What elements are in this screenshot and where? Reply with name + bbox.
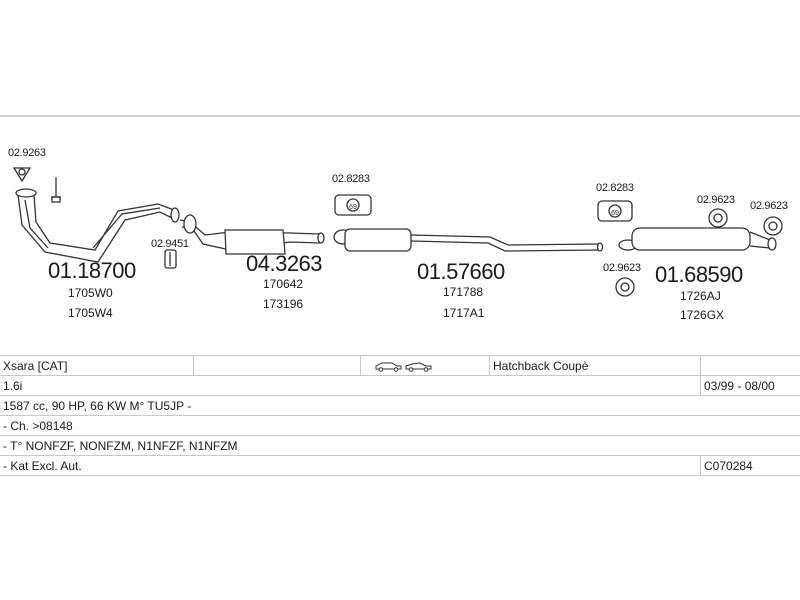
rear-silencer-code-2: 1726GX	[680, 308, 725, 322]
table-row: - Ch. >08148	[0, 415, 800, 436]
rear-silencer-ref[interactable]: 01.68590	[655, 262, 743, 287]
rear-silencer-drawing	[618, 227, 777, 251]
body-type-cell: Hatchback Coupè	[489, 355, 701, 376]
front-pipe-drawing	[15, 188, 180, 263]
coupe-car-icon	[405, 362, 432, 370]
table-row: Xsara [CAT] Hatchback Coupè	[0, 355, 800, 376]
front-pipe-code-1: 1705W0	[68, 286, 113, 300]
note-cell: - Kat Excl. Aut.	[0, 455, 701, 476]
clamp-icon	[12, 167, 32, 183]
table-row: 1587 cc, 90 HP, 66 KW M° TU5JP -	[0, 395, 800, 416]
gasket-icon	[164, 249, 177, 269]
mount-a-badge: 69	[349, 204, 357, 211]
middle-silencer-ref[interactable]: 01.57660	[417, 259, 505, 284]
mount-b-icon	[597, 200, 633, 222]
mount-a-ref[interactable]: 02.8283	[332, 173, 370, 185]
catalyst-ref[interactable]: 04.3263	[246, 251, 323, 276]
type-codes-cell: - T° NONFZF, NONFZM, N1NFZF, N1NFZM	[0, 435, 800, 456]
hatchback-car-icon	[375, 362, 402, 370]
exhaust-drawing: 69 69	[12, 167, 783, 297]
exhaust-diagram: 69 69 02.9263 01.18700 1705W0 1705W4 02.…	[8, 147, 788, 322]
rubber-a-icon	[708, 208, 728, 228]
middle-silencer-code-1: 171788	[443, 285, 484, 299]
mount-b-ref[interactable]: 02.8283	[596, 182, 634, 194]
clamp-ref[interactable]: 02.9263	[8, 147, 46, 159]
gasket-ref[interactable]: 02.9451	[151, 238, 189, 250]
catalyst-code-2: 173196	[263, 297, 304, 311]
empty-cell	[700, 355, 800, 376]
years-cell: 03/99 - 08/00	[700, 375, 800, 396]
note-code-cell: C070284	[700, 455, 800, 476]
empty-cell	[193, 355, 361, 376]
middle-silencer-code-2: 1717A1	[443, 306, 485, 320]
model-cell: Xsara [CAT]	[0, 355, 194, 376]
front-pipe-code-2: 1705W4	[68, 306, 113, 320]
rubber-c-icon	[615, 277, 635, 297]
rubber-c-ref[interactable]: 02.9623	[603, 262, 641, 274]
body-icons-cell	[360, 355, 490, 376]
table-row: - T° NONFZF, NONFZM, N1NFZF, N1NFZM	[0, 435, 800, 456]
table-row: 1.6i 03/99 - 08/00	[0, 375, 800, 396]
mount-b-badge: 69	[611, 210, 619, 217]
middle-silencer-drawing	[333, 228, 604, 252]
catalyst-drawing	[179, 214, 325, 255]
table-row: - Kat Excl. Aut. C070284	[0, 455, 800, 476]
top-divider	[0, 115, 800, 117]
chassis-cell: - Ch. >08148	[0, 415, 800, 436]
bolt-icon	[51, 177, 61, 203]
rear-silencer-code-1: 1726AJ	[680, 289, 721, 303]
catalyst-code-1: 170642	[263, 277, 304, 291]
body-icons	[375, 362, 432, 373]
mount-a-icon	[334, 194, 372, 216]
rubber-b-icon	[763, 216, 783, 236]
vehicle-spec-table: Xsara [CAT] Hatchback Coupè 1.6i 03/99 -…	[0, 355, 800, 476]
rubber-a-ref[interactable]: 02.9623	[697, 194, 735, 206]
rubber-b-ref[interactable]: 02.9623	[750, 200, 788, 212]
specs-cell: 1587 cc, 90 HP, 66 KW M° TU5JP -	[0, 395, 800, 416]
front-pipe-ref[interactable]: 01.18700	[48, 258, 136, 283]
engine-cell: 1.6i	[0, 375, 701, 396]
